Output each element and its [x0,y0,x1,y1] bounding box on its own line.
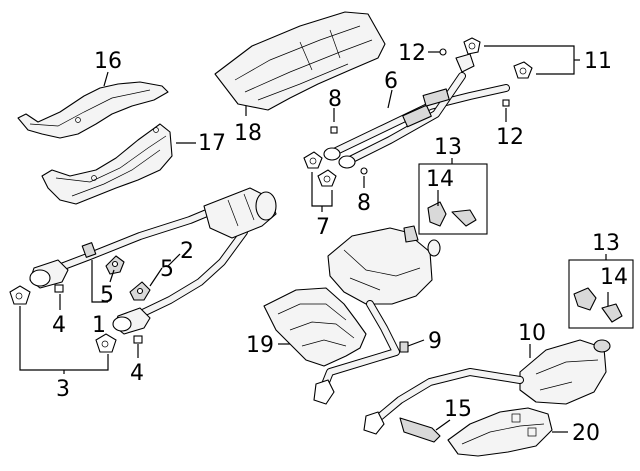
heat-shield-19 [263,287,367,367]
leader-lines [19,45,609,433]
callout-15: 15 [444,397,472,422]
callout-8-upper: 8 [328,87,342,112]
hanger-15 [399,417,441,443]
gaskets-3 [9,285,117,353]
callout-13-lower: 13 [592,231,620,256]
callout-19: 19 [246,333,274,358]
callout-11: 11 [584,49,612,74]
nuts-12 [439,48,510,107]
callout-7: 7 [316,215,330,240]
callout-9: 9 [428,329,442,354]
nuts-8 [330,126,368,175]
callout-16: 16 [94,49,122,74]
heat-shield-17 [41,123,173,205]
hanger-kit-13-upper [418,163,488,235]
center-pipe-1 [29,187,277,335]
callout-17: 17 [198,131,226,156]
flange-gaskets-11 [463,37,533,79]
callout-1: 1 [92,313,106,338]
callout-4-right: 4 [130,361,144,386]
callout-5-right: 5 [160,257,174,282]
callout-10: 10 [518,321,546,346]
callout-labels: 16 17 18 6 8 8 7 12 11 12 13 14 13 14 2 … [52,41,628,446]
callout-5-left: 5 [100,283,114,308]
callout-4-left: 4 [52,313,66,338]
callout-8-lower: 8 [357,191,371,216]
heat-shield-16 [17,81,169,139]
gaskets-7 [303,151,337,187]
callout-12-lower: 12 [496,125,524,150]
callout-14-lower: 14 [600,265,628,290]
nuts-4 [54,284,143,344]
callout-20: 20 [572,421,600,446]
callout-2: 2 [180,239,194,264]
callout-12-upper: 12 [398,41,426,66]
hangers-5 [105,255,151,301]
callout-14-upper: 14 [426,167,454,192]
heat-shield-18 [214,11,386,111]
hanger-kit-13-lower [568,259,634,329]
front-pipe-6 [323,53,510,169]
callout-3: 3 [56,377,70,402]
muffler-9 [313,225,441,405]
callout-18: 18 [234,121,262,146]
callout-13-upper: 13 [434,135,462,160]
callout-6: 6 [384,69,398,94]
rear-muffler-10 [363,339,611,435]
heat-shield-20 [447,407,553,457]
